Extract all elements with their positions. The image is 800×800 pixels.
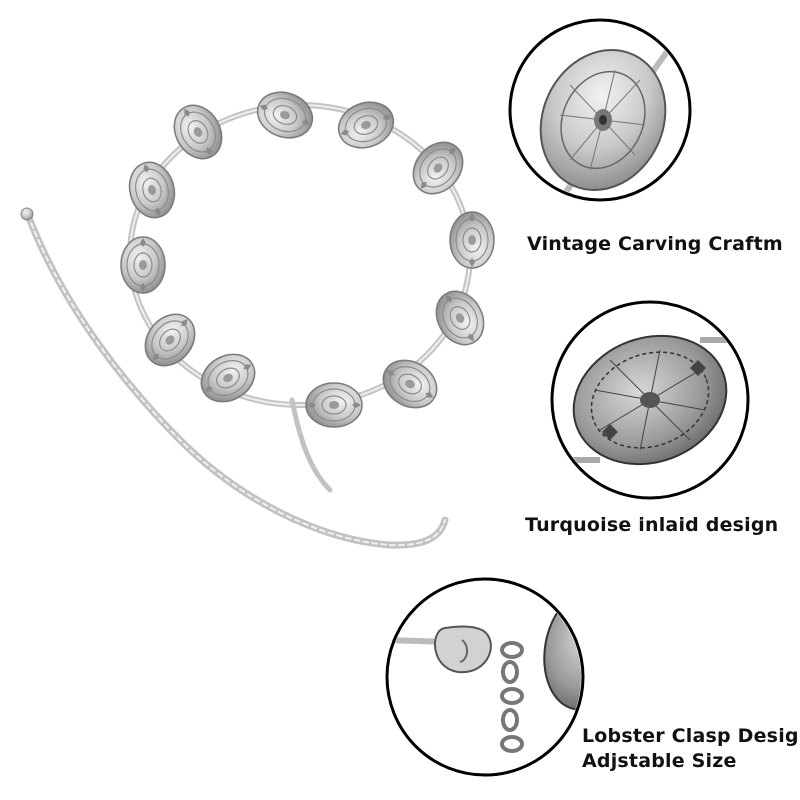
lobster-clasp-icon	[434, 625, 492, 674]
caption-adjustable: Adjstable Size	[582, 750, 737, 772]
detail-circle-inlaid	[550, 300, 750, 500]
caption-inlaid: Turquoise inlaid design	[525, 514, 779, 536]
caption-carving: Vintage Carving Craftm	[527, 233, 783, 255]
detail-circle-clasp	[385, 577, 585, 777]
belt-medallions	[120, 84, 495, 428]
caption-clasp: Lobster Clasp Design	[582, 725, 800, 747]
belt-tail-chain	[20, 207, 449, 549]
detail-circle-carving	[508, 18, 692, 202]
